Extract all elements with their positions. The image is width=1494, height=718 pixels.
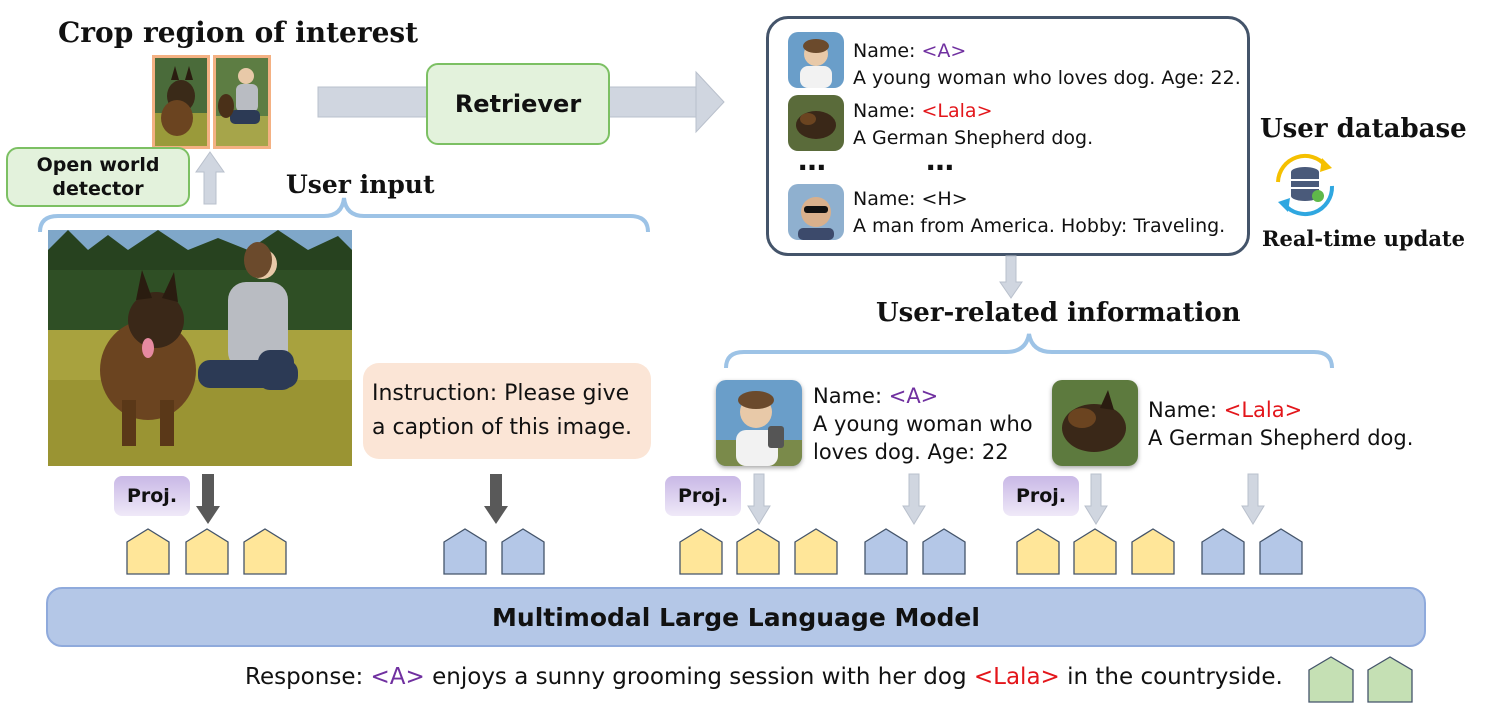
down-arrow-instruction — [484, 474, 508, 524]
related-lala-name-prefix: Name: — [1148, 398, 1224, 422]
database-sync-icon — [1276, 153, 1335, 217]
up-arrow-detector — [195, 151, 225, 205]
mllm-label: Multimodal Large Language Model — [492, 602, 980, 632]
output-token — [1308, 656, 1354, 703]
related-avatar-dog — [1052, 380, 1138, 466]
image-token — [126, 528, 170, 575]
user-input-brace — [38, 197, 650, 233]
mllm-bar: Multimodal Large Language Model — [46, 587, 1426, 647]
open-world-detector-box: Open world detector — [6, 147, 190, 207]
response-prefix: Response: — [245, 664, 371, 690]
db-entry-2-name-prefix: Name: — [853, 100, 922, 122]
crop-woman-drawing — [216, 58, 268, 146]
text-token — [501, 528, 545, 575]
instruction-text: Instruction: Please give a caption of th… — [372, 381, 633, 440]
db-entry-avatar-woman — [788, 32, 844, 88]
crop-dog-image — [152, 55, 210, 149]
db-entry-1-desc: A young woman who loves dog. Age: 22. — [853, 67, 1241, 89]
image-token — [185, 528, 229, 575]
db-woman-avatar-drawing — [788, 32, 844, 88]
related-dog-drawing — [1052, 380, 1138, 466]
db-entry-1: Name: <A> A young woman who loves dog. A… — [853, 38, 1241, 92]
db-entry-avatar-man — [788, 184, 844, 240]
response-middle: enjoys a sunny grooming session with her… — [424, 664, 974, 690]
db-entry-2-tag: <Lala> — [921, 100, 993, 122]
related-a-name-prefix: Name: — [813, 384, 889, 408]
related-item-a: Name: <A> A young woman who loves dog. A… — [813, 382, 1033, 466]
down-arrow-related-a-text — [902, 473, 926, 525]
db-entry-1-tag: <A> — [921, 40, 967, 62]
crop-dog-drawing — [155, 58, 207, 146]
image-token — [679, 528, 723, 575]
db-man-avatar-drawing — [788, 184, 844, 240]
related-a-desc-line1: A young woman who — [813, 412, 1033, 436]
user-input-photo — [48, 230, 352, 466]
text-token — [864, 528, 908, 575]
text-token — [1201, 528, 1245, 575]
down-arrow-related-lala-image — [1084, 473, 1108, 525]
crop-woman-image — [213, 55, 271, 149]
text-tokens-related-a — [864, 528, 966, 575]
down-arrow-related-lala-text — [1241, 473, 1265, 525]
db-entry-1-name-prefix: Name: — [853, 40, 922, 62]
related-lala-desc-line1: A German Shepherd dog. — [1148, 426, 1414, 450]
db-entry-3: Name: <H> A man from America. Hobby: Tra… — [853, 186, 1225, 240]
response-tag-a: <A> — [370, 664, 425, 690]
response-text: Response: <A> enjoys a sunny grooming se… — [245, 664, 1283, 690]
proj-label-related-lala: Proj. — [1003, 476, 1079, 516]
user-related-info-brace — [724, 333, 1334, 369]
retriever-label: Retriever — [454, 90, 582, 118]
user-input-photo-drawing — [48, 230, 352, 466]
related-lala-tag: <Lala> — [1223, 398, 1303, 422]
related-item-lala: Name: <Lala> A German Shepherd dog. — [1148, 396, 1413, 452]
down-arrow-related-a-image — [747, 473, 771, 525]
image-tokens-user-input — [126, 528, 287, 575]
db-ellipsis-right: … — [926, 144, 954, 177]
proj-label-related-a: Proj. — [665, 476, 741, 516]
detector-label-line2: detector — [52, 178, 144, 200]
user-database-panel — [766, 16, 1250, 256]
db-ellipsis-left: … — [798, 144, 826, 177]
db-entry-3-name-prefix: Name: — [853, 188, 922, 210]
token-row — [126, 528, 1303, 575]
text-token — [1259, 528, 1303, 575]
db-entry-2: Name: <Lala> A German Shepherd dog. — [853, 98, 1093, 152]
image-token — [1073, 528, 1117, 575]
down-arrow-image — [196, 474, 220, 524]
text-token — [922, 528, 966, 575]
image-token — [736, 528, 780, 575]
real-time-update-label: Real-time update — [1262, 226, 1465, 251]
related-woman-drawing — [716, 380, 802, 466]
output-token — [1367, 656, 1413, 703]
db-entry-2-desc: A German Shepherd dog. — [853, 127, 1094, 149]
text-tokens-instruction — [443, 528, 545, 575]
text-tokens-related-lala — [1201, 528, 1303, 575]
detector-label-line1: Open world — [36, 154, 160, 176]
db-entry-avatar-dog — [788, 95, 844, 151]
related-a-desc-line2: loves dog. Age: 22 — [813, 440, 1009, 464]
crop-region-title: Crop region of interest — [58, 16, 419, 49]
output-tokens — [1308, 656, 1413, 703]
user-related-info-title: User-related information — [876, 298, 1241, 328]
db-entry-3-tag: <H> — [921, 188, 968, 210]
image-tokens-related-a — [679, 528, 838, 575]
response-tag-lala: <Lala> — [973, 664, 1060, 690]
retriever-box: Retriever — [426, 63, 610, 145]
image-token — [1016, 528, 1060, 575]
db-down-arrow — [999, 255, 1023, 299]
instruction-box: Instruction: Please give a caption of th… — [363, 363, 651, 459]
image-token — [243, 528, 287, 575]
related-a-tag: <A> — [888, 384, 939, 408]
text-token — [443, 528, 487, 575]
related-avatar-woman — [716, 380, 802, 466]
response-suffix: in the countryside. — [1059, 664, 1283, 690]
user-database-title: User database — [1260, 114, 1467, 144]
image-token — [794, 528, 838, 575]
image-token — [1131, 528, 1175, 575]
db-dog-avatar-drawing — [788, 95, 844, 151]
proj-label-image: Proj. — [114, 476, 190, 516]
db-entry-3-desc: A man from America. Hobby: Traveling. — [853, 215, 1226, 237]
image-tokens-related-lala — [1016, 528, 1175, 575]
user-input-title: User input — [286, 170, 435, 199]
